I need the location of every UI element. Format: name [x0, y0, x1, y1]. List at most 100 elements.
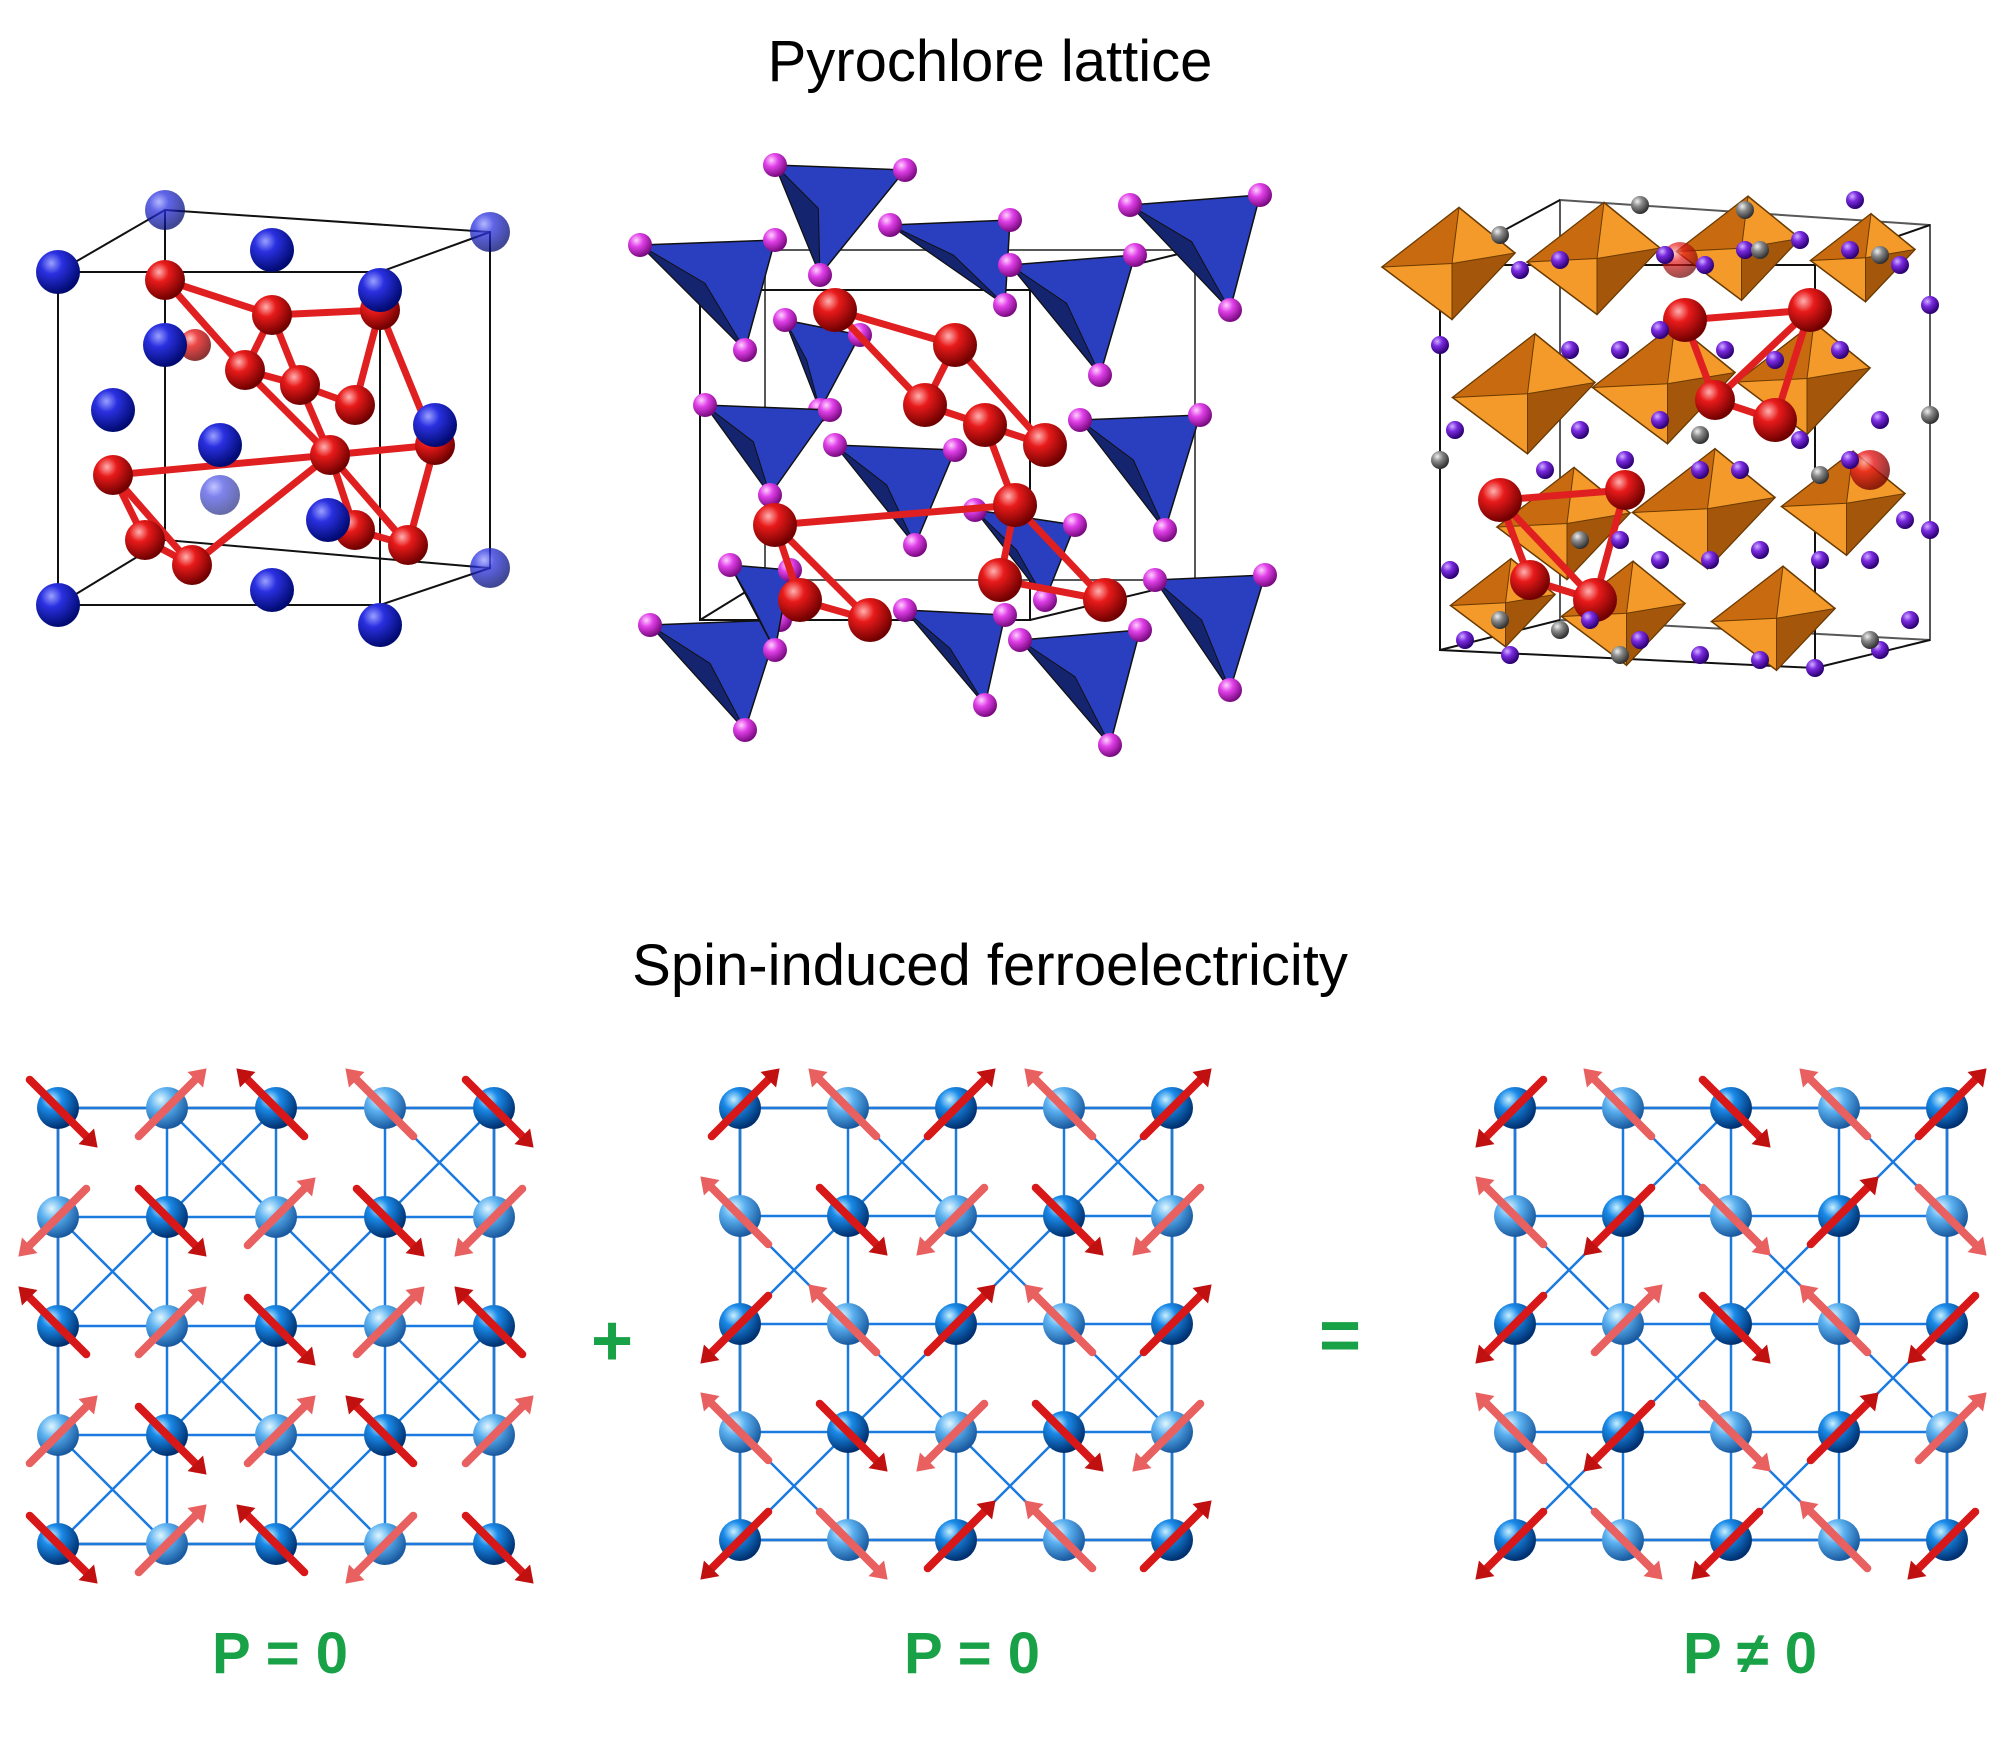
spin-arrow: [1139, 1284, 1212, 1357]
spin-arrow-head: [78, 1395, 98, 1415]
oxygen-atom: [1118, 193, 1142, 217]
oxygen-atom: [1921, 521, 1939, 539]
spin-arrow-head: [1475, 1392, 1495, 1412]
spin-arrow-shaft: [461, 1402, 527, 1468]
oxygen-atom: [1846, 191, 1864, 209]
oxygen-atom: [1736, 241, 1754, 259]
tetrahedron-shadow-face: [704, 404, 771, 496]
oxygen-atom: [1701, 551, 1719, 569]
spin-arrow: [916, 1399, 989, 1472]
oxygen-atom: [1431, 336, 1449, 354]
oxygen-atom: [878, 213, 902, 237]
spin-arrow-shaft: [1698, 1399, 1764, 1465]
octahedron-face: [1626, 602, 1687, 667]
spin-arrow-head: [1691, 1560, 1711, 1580]
spin-arrow-shaft: [25, 1075, 91, 1141]
spin-arrow-head: [1192, 1068, 1212, 1088]
octahedron-face: [1776, 607, 1837, 672]
oxygen-atom: [1901, 611, 1919, 629]
oxygen-atom: [718, 553, 742, 577]
spin-arrow-shaft: [1698, 1291, 1764, 1357]
spin-arrow-head: [187, 1237, 207, 1257]
gray-atom: [1811, 466, 1829, 484]
oxygen-atom: [1551, 251, 1569, 269]
spin-arrow-shaft: [134, 1402, 200, 1468]
pyrochlore-cation-structure: [36, 190, 510, 647]
spin-arrow-shaft: [1031, 1399, 1097, 1465]
spin-arrow-shaft: [1590, 1183, 1656, 1249]
spin-arrow-shaft: [1806, 1507, 1872, 1573]
spin-arrow-head: [187, 1286, 207, 1306]
spin-arrow-shaft: [815, 1075, 881, 1141]
plus-operator: +: [590, 1301, 634, 1381]
spin-arrow-shaft: [461, 1184, 527, 1250]
spin-arrow-shaft: [461, 1511, 527, 1577]
spin-arrow: [815, 1183, 888, 1256]
spin-arrow-head: [976, 1500, 996, 1520]
spin-arrow: [1139, 1068, 1212, 1141]
spin-arrow-head: [1643, 1560, 1663, 1580]
spin-arrow-shaft: [1139, 1183, 1205, 1249]
oxygen-atom: [1861, 551, 1879, 569]
spin-arrow-shaft: [923, 1399, 989, 1465]
spin-arrow-head: [1907, 1344, 1927, 1364]
spin-arrow: [923, 1500, 996, 1573]
spin-arrow-shaft: [1914, 1075, 1980, 1141]
oxygen-atom: [1811, 551, 1829, 569]
spin-arrow: [1698, 1183, 1771, 1256]
title-spin-induced-ferroelectricity: Spin-induced ferroelectricity: [632, 933, 1348, 998]
octahedron-face: [1590, 322, 1676, 389]
title-pyrochlore-lattice: Pyrochlore lattice: [767, 29, 1213, 94]
spin-arrow-shaft: [1914, 1507, 1980, 1573]
spin-arrow: [243, 1177, 316, 1250]
spin-arrow: [352, 1286, 425, 1359]
spin-arrow-shaft: [707, 1183, 773, 1249]
oxygen-atom: [1891, 256, 1909, 274]
spin-arrow-shaft: [352, 1293, 418, 1359]
spin-arrow-shaft: [134, 1184, 200, 1250]
spin-arrow: [454, 1286, 527, 1359]
octahedron-face: [1451, 252, 1517, 321]
oxygen-and-gray-atoms: [1431, 191, 1939, 677]
spin-arrow-head: [1799, 1284, 1819, 1304]
spin-arrow-shaft: [1139, 1075, 1205, 1141]
spin-arrow: [1806, 1392, 1879, 1465]
oxygen-atom: [638, 613, 662, 637]
oxygen-atom: [1766, 351, 1784, 369]
spin-arrow: [808, 1284, 881, 1357]
spin-arrow-head: [78, 1128, 98, 1148]
polarization-label-3: P ≠ 0: [1683, 1621, 1817, 1686]
spin-arrow: [916, 1183, 989, 1256]
spin-arrow-shaft: [243, 1293, 309, 1359]
spin-arrow: [815, 1507, 888, 1580]
octahedron-face: [1806, 367, 1872, 436]
spin-arrow-head: [1751, 1452, 1771, 1472]
spin-arrow-shaft: [134, 1075, 200, 1141]
spin-arrow-head: [760, 1068, 780, 1088]
spin-arrow-head: [1859, 1392, 1879, 1412]
gray-atom: [1871, 246, 1889, 264]
oxygen-atom: [1651, 321, 1669, 339]
spin-arrow-head: [700, 1392, 720, 1412]
spin-lattice-panel-2: [700, 1068, 1212, 1580]
spin-arrow-shaft: [707, 1399, 773, 1465]
spin-arrow: [454, 1184, 527, 1257]
tetrahedron-shadow-face: [774, 164, 821, 276]
spin-arrow-shaft: [815, 1291, 881, 1357]
lattice-cross-bond: [275, 1434, 386, 1545]
spin-arrow: [345, 1068, 418, 1141]
lattice-cross-bond: [57, 1434, 168, 1545]
pyrochlore-octahedra-structure: [1380, 191, 1939, 677]
spin-arrow-shaft: [1031, 1291, 1097, 1357]
oxygen-atom: [1153, 518, 1177, 542]
spin-arrow-head: [1751, 1344, 1771, 1364]
spin-lattice-panel-1: [18, 1068, 534, 1584]
spin-arrow-head: [1084, 1236, 1104, 1256]
spin-arrow: [1907, 1291, 1980, 1364]
spin-arrow-head: [808, 1284, 828, 1304]
spin-arrow: [1806, 1176, 1879, 1249]
tetrahedron-shadow-face: [729, 564, 776, 651]
oxygen-atom: [1561, 341, 1579, 359]
oxygen-atom: [1896, 511, 1914, 529]
B-site-atoms-3: [1478, 242, 1890, 622]
